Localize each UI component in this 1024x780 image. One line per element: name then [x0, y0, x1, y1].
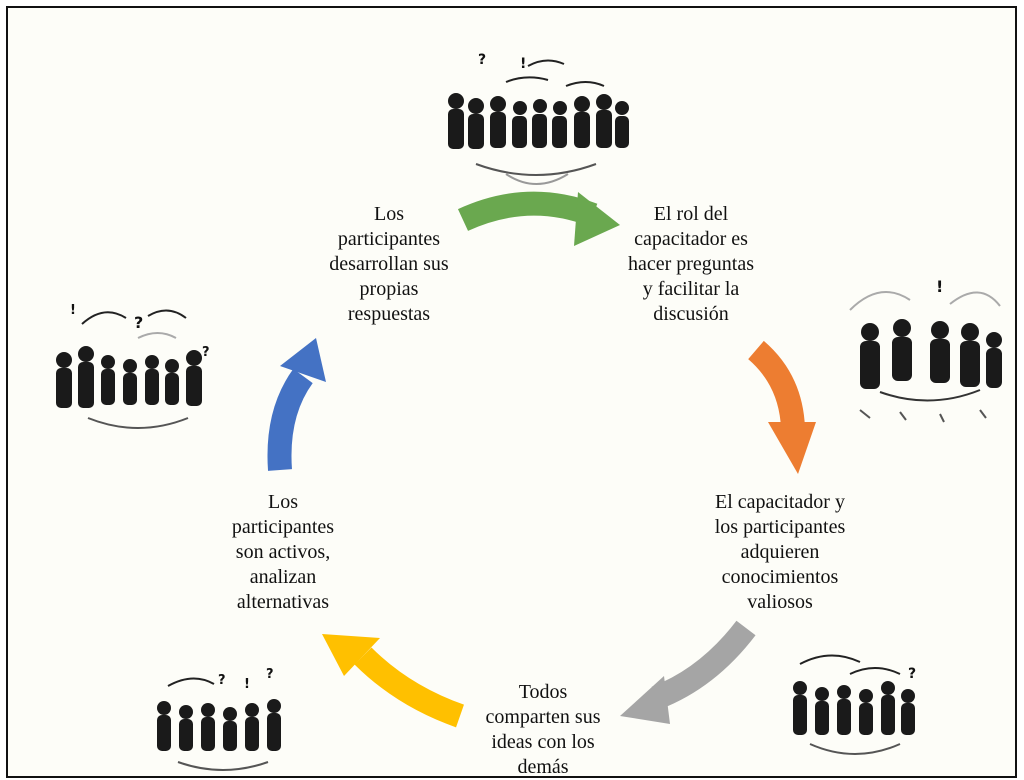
question-mark-icon: ?: [478, 52, 486, 68]
yellow-arrow: [322, 634, 465, 728]
crowd-illustration-top: ? !: [448, 52, 629, 185]
exclamation-mark-icon: !: [520, 56, 526, 72]
exclamation-mark-icon: !: [70, 303, 76, 318]
diagram-frame: Los participantes desarrollan sus propia…: [6, 6, 1017, 778]
exclamation-mark-icon: !: [244, 677, 250, 692]
green-arrow: [457, 191, 620, 246]
question-mark-icon: ?: [202, 345, 210, 360]
step-2-label: El rol del capacitador es hacer pregunta…: [627, 203, 755, 325]
question-mark-icon: ?: [266, 667, 274, 682]
crowd-illustration-bottom-left: ? ! ?: [157, 667, 281, 771]
question-mark-icon: ?: [134, 313, 143, 332]
question-mark-icon: ?: [218, 673, 226, 688]
cycle-arrows: [267, 191, 816, 728]
blue-arrow: [267, 338, 326, 471]
step-5-label: Los participantes son activos, analizan …: [231, 491, 335, 613]
question-mark-icon: ?: [908, 666, 916, 682]
gray-arrow: [620, 620, 756, 724]
crowd-illustration-bottom-right: ?: [793, 654, 916, 755]
crowd-illustration-right: !: [849, 277, 1002, 423]
orange-arrow: [747, 340, 816, 474]
crowd-illustration-left: ! ? ?: [56, 303, 210, 429]
step-4-label: Todos comparten sus ideas con los demás: [485, 681, 601, 778]
step-1-label: Los participantes desarrollan sus propia…: [329, 203, 449, 325]
step-3-label: El capacitador y los participantes adqui…: [714, 491, 846, 613]
exclamation-mark-icon: !: [936, 277, 943, 296]
